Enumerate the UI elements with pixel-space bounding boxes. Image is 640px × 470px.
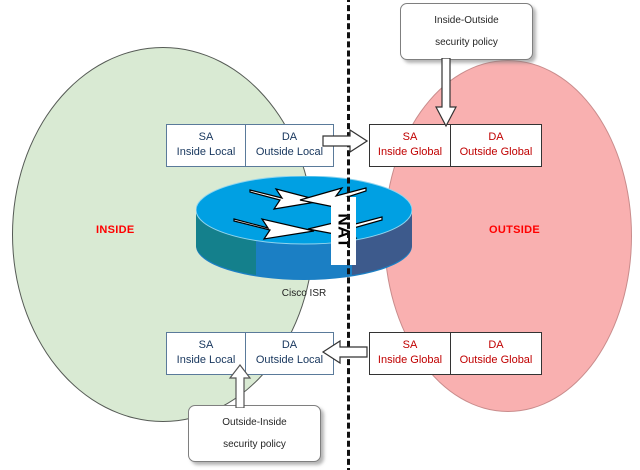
packet-header-top-global: SA Inside Global DA Outside Global: [369, 124, 542, 167]
cisco-router-icon: [196, 176, 412, 288]
arrow-down-icon: [434, 58, 458, 128]
nat-boundary-dashed-line: [347, 0, 350, 470]
packet-cell-sa: SA Inside Local: [167, 125, 245, 166]
policy-line-1: Outside-Inside: [222, 416, 287, 428]
packet-field-value: Inside Local: [176, 353, 236, 366]
packet-cell-da: DA Outside Local: [245, 125, 333, 166]
arrow-up-icon: [228, 364, 252, 408]
packet-field-label: SA: [402, 339, 418, 351]
packet-field-label: SA: [198, 339, 214, 351]
policy-box-inside-outside: Inside-Outside security policy: [400, 3, 533, 60]
policy-line-2: security policy: [435, 36, 498, 48]
nat-badge-label: NAT: [334, 213, 354, 249]
packet-cell-da: DA Outside Global: [450, 125, 541, 166]
packet-cell-sa: SA Inside Local: [167, 333, 245, 374]
zone-label-inside: INSIDE: [96, 224, 135, 236]
packet-field-value: Inside Local: [176, 145, 236, 158]
arrow-left-icon: [320, 339, 368, 365]
nat-badge: NAT: [331, 197, 356, 265]
packet-field-value: Inside Global: [377, 145, 443, 158]
packet-field-value: Outside Global: [459, 145, 533, 158]
policy-line-1: Inside-Outside: [434, 14, 499, 26]
packet-header-bottom-local: SA Inside Local DA Outside Local: [166, 332, 334, 375]
packet-field-label: DA: [488, 131, 504, 143]
packet-field-label: SA: [402, 131, 418, 143]
packet-field-label: DA: [281, 131, 298, 143]
arrow-right-icon: [322, 128, 368, 154]
packet-field-label: DA: [281, 339, 298, 351]
packet-field-label: DA: [488, 339, 504, 351]
policy-line-2: security policy: [223, 438, 286, 450]
packet-field-label: SA: [198, 131, 214, 143]
packet-cell-sa: SA Inside Global: [370, 333, 450, 374]
packet-cell-da: DA Outside Global: [450, 333, 541, 374]
packet-header-bottom-global: SA Inside Global DA Outside Global: [369, 332, 542, 375]
packet-field-value: Outside Local: [255, 353, 324, 366]
packet-cell-da: DA Outside Local: [245, 333, 333, 374]
packet-field-value: Inside Global: [377, 353, 443, 366]
zone-label-outside: OUTSIDE: [489, 224, 540, 236]
policy-box-outside-inside: Outside-Inside security policy: [188, 405, 321, 462]
packet-cell-sa: SA Inside Global: [370, 125, 450, 166]
router-caption: Cisco ISR: [281, 288, 327, 299]
packet-field-value: Outside Local: [255, 145, 324, 158]
packet-field-value: Outside Global: [459, 353, 533, 366]
packet-header-top-local: SA Inside Local DA Outside Local: [166, 124, 334, 167]
